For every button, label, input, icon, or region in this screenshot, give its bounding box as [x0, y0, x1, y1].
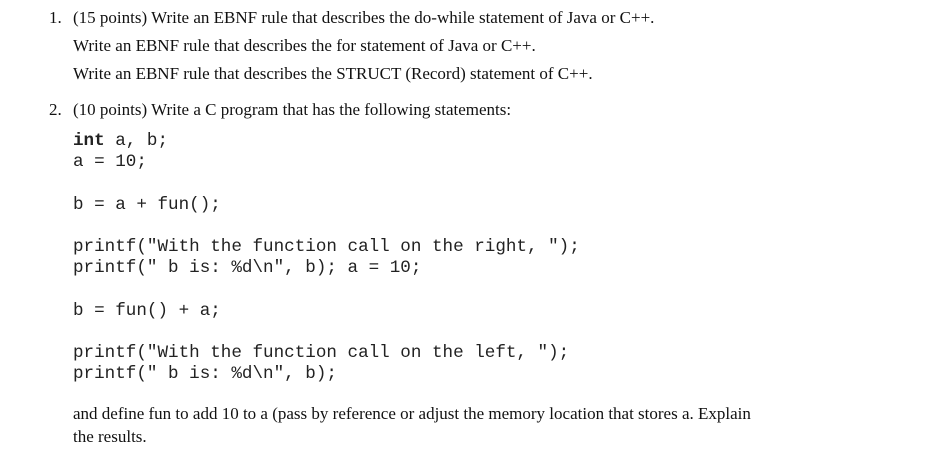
code-line: printf("With the function call on the ri…: [73, 237, 580, 258]
code-keyword: int: [73, 131, 105, 151]
code-text: a, b;: [104, 131, 169, 151]
closing-text: the results.: [73, 427, 147, 446]
code-line: int a, b;: [73, 131, 580, 152]
code-block: int a, b;a = 10;​b = a + fun();​printf("…: [73, 131, 580, 385]
question-text: (10 points) Write a C program that has t…: [73, 100, 512, 119]
question-number: 2.: [49, 100, 62, 119]
question-text: Write an EBNF rule that describes the ST…: [73, 64, 593, 83]
code-line: printf(" b is: %d\n", b);: [73, 364, 337, 385]
code-line: a = 10;: [73, 152, 147, 173]
question-text: Write an EBNF rule that describes the fo…: [73, 36, 536, 55]
code-line: printf(" b is: %d\n", b); a = 10;: [73, 258, 422, 279]
code-line: b = a + fun();: [73, 194, 221, 215]
question-text: (15 points) Write an EBNF rule that desc…: [73, 8, 655, 27]
question-number: 1.: [49, 8, 62, 27]
closing-text: and define fun to add 10 to a (pass by r…: [73, 404, 751, 423]
code-line: printf("With the function call on the le…: [73, 343, 570, 364]
code-line: ​: [73, 322, 580, 343]
code-line: ​: [73, 279, 580, 300]
code-line: ​: [73, 173, 580, 194]
code-line: ​: [73, 216, 580, 237]
code-line: b = fun() + a;: [73, 300, 221, 321]
